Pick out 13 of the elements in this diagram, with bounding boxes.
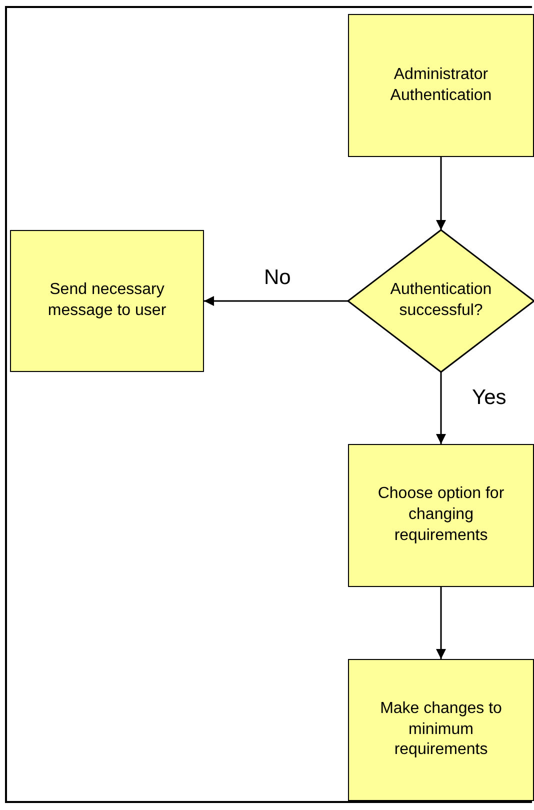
process-box <box>10 230 204 372</box>
arrow <box>204 296 348 306</box>
arrow <box>436 587 446 659</box>
node-text: Authentication successful? <box>389 280 493 321</box>
process-box <box>348 659 534 801</box>
node-text: Send necessary message to user <box>46 280 168 321</box>
arrow <box>436 372 446 444</box>
arrow <box>436 157 446 230</box>
process-box <box>348 444 534 587</box>
node-text: Choose option for changing requirements <box>376 484 506 546</box>
process-box <box>348 14 534 157</box>
node-text: Administrator Authentication <box>389 64 493 106</box>
node-text: Make changes to minimum requirements <box>379 698 503 760</box>
